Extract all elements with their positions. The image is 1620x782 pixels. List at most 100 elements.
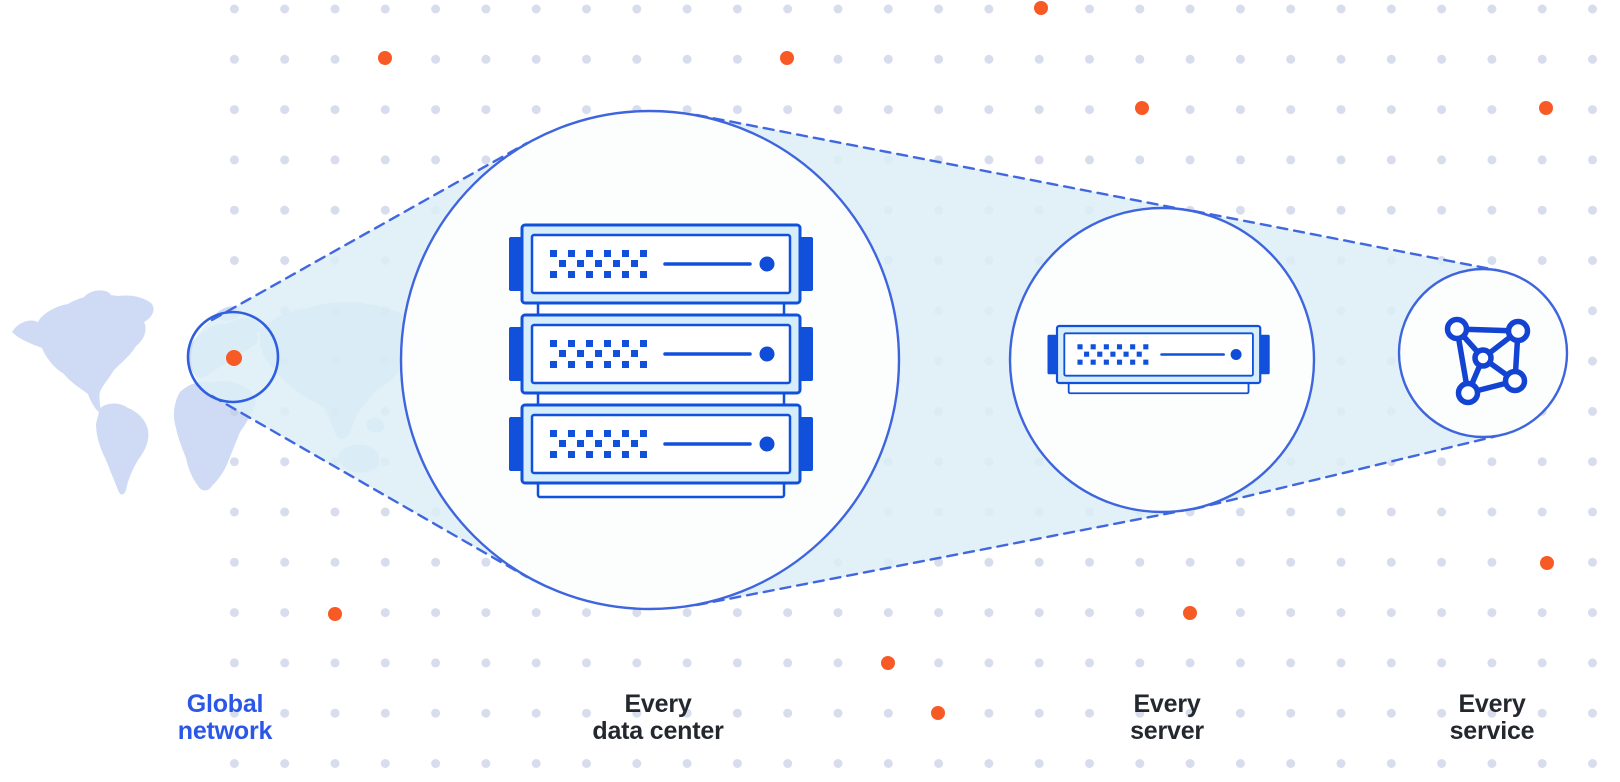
- accent-dot: [1539, 101, 1553, 115]
- grid-dot: [1487, 708, 1497, 718]
- grid-dot: [682, 54, 692, 64]
- grid-dot: [229, 155, 239, 165]
- grid-dot: [531, 759, 541, 768]
- grid-dot: [1588, 406, 1597, 416]
- grid-dot: [1386, 105, 1396, 115]
- grid-dot: [431, 708, 441, 718]
- grid-dot: [1135, 155, 1145, 165]
- grid-dot: [1085, 54, 1094, 64]
- grid-dot: [431, 155, 441, 165]
- grid-dot: [280, 155, 290, 165]
- accent-dot: [1135, 101, 1149, 115]
- grid-dot: [732, 105, 742, 115]
- grid-dot: [380, 507, 390, 517]
- grid-dot: [984, 759, 994, 768]
- grid-dot: [1085, 105, 1094, 115]
- grid-dot: [1588, 4, 1597, 14]
- grid-dot: [1135, 4, 1145, 14]
- stage-labels: Global network Every data center Every s…: [178, 690, 1535, 745]
- grid-dot: [1135, 708, 1145, 718]
- grid-dot: [984, 4, 994, 14]
- grid-dot: [330, 105, 340, 115]
- grid-dot: [1588, 658, 1597, 668]
- grid-dot: [1135, 658, 1145, 668]
- grid-dot: [682, 4, 692, 14]
- grid-dot: [1085, 759, 1094, 768]
- grid-dot: [1235, 759, 1245, 768]
- grid-dot: [783, 759, 793, 768]
- grid-dot: [934, 4, 944, 14]
- grid-dot: [1537, 205, 1547, 215]
- grid-dot: [280, 205, 290, 215]
- mesh-network-icon: [1444, 316, 1531, 406]
- grid-dot: [1286, 4, 1296, 14]
- grid-dot: [1235, 4, 1245, 14]
- grid-dot: [1386, 708, 1396, 718]
- grid-dot: [1336, 708, 1346, 718]
- grid-dot: [1437, 205, 1447, 215]
- grid-dot: [1588, 54, 1597, 64]
- grid-dot: [1235, 105, 1245, 115]
- grid-dot: [1537, 708, 1547, 718]
- accent-dots: [328, 1, 1554, 720]
- grid-dot: [1235, 608, 1245, 618]
- grid-dot: [481, 54, 491, 64]
- grid-dot: [1286, 708, 1296, 718]
- accent-dot: [1183, 606, 1197, 620]
- grid-dot: [330, 54, 340, 64]
- grid-dot: [1135, 54, 1145, 64]
- grid-dot: [1085, 4, 1094, 14]
- grid-dot: [330, 557, 340, 567]
- grid-dot: [1437, 658, 1447, 668]
- grid-dot: [1537, 759, 1547, 768]
- grid-dot: [1386, 759, 1396, 768]
- grid-dot: [1286, 608, 1296, 618]
- grid-dot: [1487, 205, 1497, 215]
- grid-dot: [431, 4, 441, 14]
- grid-dot: [732, 658, 742, 668]
- grid-dot: [431, 759, 441, 768]
- grid-dot: [481, 4, 491, 14]
- grid-dot: [1487, 105, 1497, 115]
- grid-dot: [934, 105, 944, 115]
- grid-dot: [229, 507, 239, 517]
- grid-dot: [1437, 557, 1447, 567]
- grid-dot: [833, 608, 843, 618]
- grid-dot: [280, 457, 290, 467]
- continent-greenland: [82, 290, 113, 315]
- grid-dot: [934, 658, 944, 668]
- grid-dot: [481, 155, 491, 165]
- grid-dot: [1537, 658, 1547, 668]
- grid-dot: [682, 708, 692, 718]
- grid-dot: [1336, 608, 1346, 618]
- grid-dot: [1537, 4, 1547, 14]
- grid-dot: [833, 759, 843, 768]
- grid-dot: [380, 708, 390, 718]
- grid-dot: [1336, 759, 1346, 768]
- grid-dot: [531, 658, 541, 668]
- grid-dot: [330, 155, 340, 165]
- grid-dot: [1537, 457, 1547, 467]
- label-data-center-line2: data center: [592, 717, 724, 745]
- grid-dot: [632, 54, 642, 64]
- grid-dot: [582, 105, 591, 115]
- grid-dot: [1487, 54, 1497, 64]
- grid-dot: [833, 4, 843, 14]
- grid-dot: [380, 205, 390, 215]
- grid-dot: [632, 658, 642, 668]
- globe-highlight-circle: [186, 310, 280, 404]
- grid-dot: [1034, 658, 1044, 668]
- grid-dot: [431, 658, 441, 668]
- grid-dot: [1588, 557, 1597, 567]
- grid-dot: [1588, 205, 1597, 215]
- grid-dot: [1386, 155, 1396, 165]
- label-global-network-line1: Global: [187, 690, 264, 718]
- grid-dot: [1286, 54, 1296, 64]
- grid-dot: [1437, 457, 1447, 467]
- grid-dot: [1336, 105, 1346, 115]
- grid-dot: [431, 557, 441, 567]
- grid-dot: [1386, 205, 1396, 215]
- label-service-line1: Every: [1458, 690, 1525, 718]
- grid-dot: [732, 759, 742, 768]
- grid-dot: [229, 105, 239, 115]
